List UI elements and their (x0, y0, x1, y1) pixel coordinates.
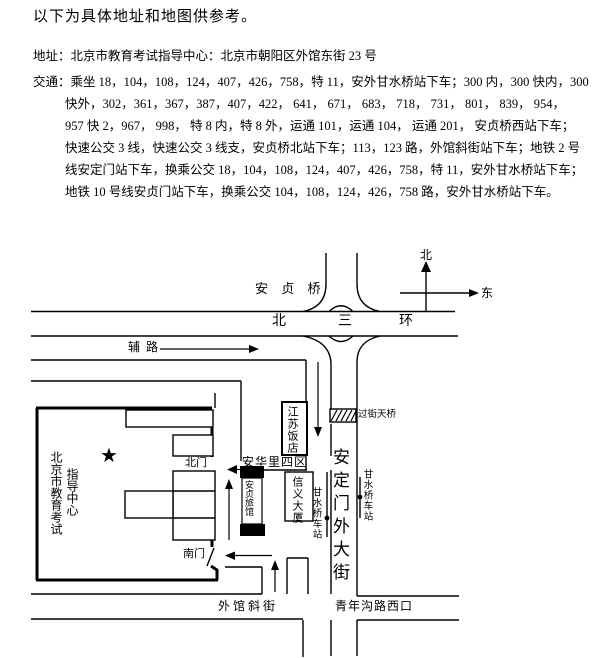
service-road-label: 辅 路 (128, 340, 159, 354)
south-gate-label: 南门 (183, 548, 205, 560)
anzhen-hotel-label: 安贞旅馆 (244, 480, 254, 516)
bus-stop-left-label: 甘水桥车站 (310, 487, 321, 540)
xinyi-building-label: 信义大厦 (291, 476, 303, 524)
exam-center-name-col1: 北京市教育考试 (49, 451, 63, 535)
jiangsu-hotel-label: 江苏饭店 (286, 406, 298, 454)
transport-line: 地铁 10 号线安贞门站下车，换乘公交 104，108，124，426，758 … (65, 185, 559, 199)
page-title: 以下为具体地址和地图供参考。 (33, 9, 258, 25)
exam-center-name-col2: 指导中心 (65, 468, 79, 516)
anhuali-block-label: 安华里四区 (242, 455, 308, 469)
anzhen-bridge-label: 安 贞 桥 (255, 281, 326, 296)
ring-road-label-huan: 环 (399, 314, 413, 329)
transport-paragraph: 交通：乘坐 18，104，108，124，407，426，758，特 11，安外… (33, 71, 589, 203)
qingniangou-label: 青年沟路西口 (335, 599, 414, 613)
ring-road-label-san: 三 (338, 314, 352, 329)
transport-line: 线安定门站下车，换乘公交 18，104，108，124，407，426，758，… (65, 163, 584, 177)
transport-line: 快速公交 3 线，快速公交 3 线支，安贞桥北站下车；113，123 路，外馆斜… (65, 141, 581, 155)
transport-line: 957 快 2，967， 998， 特 8 内，特 8 外，运通 101，运通 … (65, 119, 575, 133)
transport-line: 交通：乘坐 18，104，108，124，407，426，758，特 11，安外… (33, 75, 589, 89)
address-line: 地址：北京市教育考试指导中心：北京市朝阳区外馆东街 23 号 (33, 49, 377, 63)
transport-line: 快外，302，361，367，387，407，422， 641， 671， 68… (65, 97, 566, 111)
compass-east-label: 东 (481, 286, 494, 300)
overpass-label: 过街天桥 (358, 410, 397, 420)
andingmen-street-label: 安定门外大街 (330, 448, 349, 586)
north-gate-label: 北门 (185, 457, 207, 469)
waiguan-street-label: 外馆斜街 (218, 599, 279, 613)
ring-road-label-bei: 北 (272, 314, 286, 329)
bus-stop-right-label: 甘水桥车站 (361, 469, 372, 522)
compass-north-label: 北 (420, 248, 433, 262)
star-marker: ★ (100, 445, 118, 467)
